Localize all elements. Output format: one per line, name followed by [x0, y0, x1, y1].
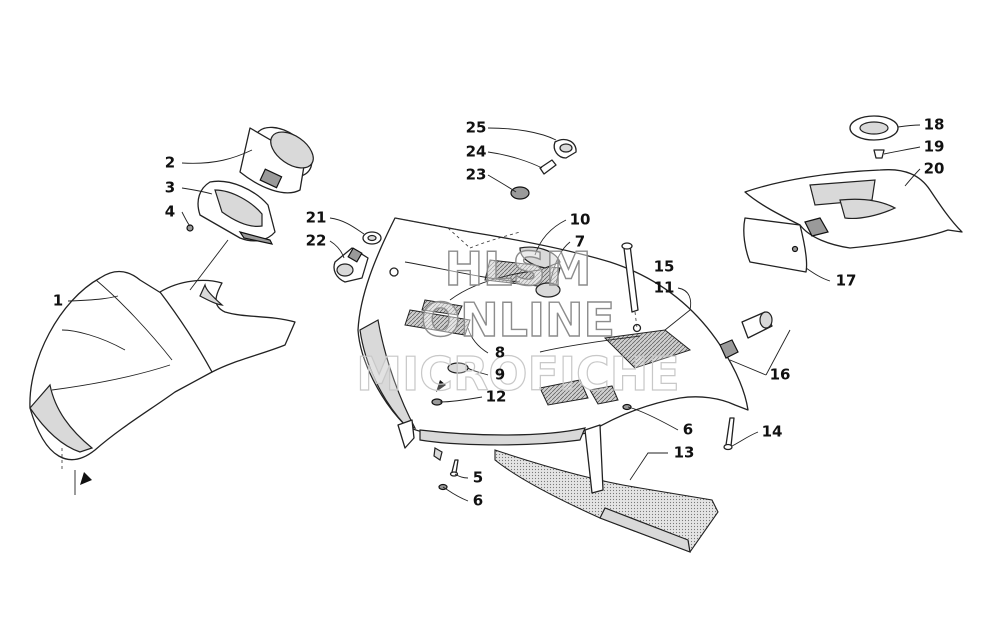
- part-4-screw: [186, 224, 194, 232]
- part-13-pad: [494, 424, 719, 553]
- leader-lines: [67, 124, 921, 502]
- watermark-line-3: MICROFICHE: [356, 347, 679, 401]
- part-22-switch: [333, 247, 369, 283]
- callout-labels: 1234566789101112131415161718192021222324…: [53, 116, 945, 510]
- callout-17: 17: [836, 272, 857, 290]
- callout-13: 13: [674, 444, 695, 462]
- callout-19: 19: [924, 138, 945, 156]
- callout-7: 7: [575, 233, 585, 251]
- callout-12: 12: [486, 388, 507, 406]
- callout-1: 1: [53, 292, 63, 310]
- callout-9: 9: [495, 366, 505, 384]
- part-3-gauge-bezel: [197, 180, 276, 245]
- callout-10: 10: [570, 211, 591, 229]
- main-console: [357, 217, 749, 461]
- part-19-pin: [873, 149, 885, 159]
- part-14-screw: [723, 417, 735, 451]
- callout-18: 18: [924, 116, 945, 134]
- callout-11: 11: [654, 279, 675, 297]
- watermark: HLSM ONLINE MICROFICHE: [356, 241, 681, 401]
- part-2-gauge: [239, 126, 314, 194]
- part-21-washer: [362, 231, 382, 245]
- part-18-ring: [849, 115, 899, 141]
- callout-20: 20: [924, 160, 945, 178]
- callout-6: 6: [473, 492, 483, 510]
- callout-23: 23: [466, 166, 487, 184]
- part-1-nose-cone: [29, 239, 296, 495]
- callout-8: 8: [495, 344, 505, 362]
- callout-2: 2: [165, 154, 175, 172]
- callout-5: 5: [473, 469, 483, 487]
- part-25-cap: [553, 138, 577, 159]
- callout-15: 15: [654, 258, 675, 276]
- callout-24: 24: [466, 143, 487, 161]
- part-17-panel: [743, 217, 808, 273]
- front-arrow-icon: [80, 472, 92, 485]
- watermark-line-2: ONLINE: [421, 293, 615, 347]
- callout-6: 6: [683, 421, 693, 439]
- callout-3: 3: [165, 179, 175, 197]
- callout-21: 21: [306, 209, 327, 227]
- part-15-bolt: [621, 242, 639, 329]
- callout-16: 16: [770, 366, 791, 384]
- callout-25: 25: [466, 119, 487, 137]
- part-23-grommet: [510, 186, 530, 200]
- reference-arrow-icon: [436, 380, 446, 392]
- callout-22: 22: [306, 232, 327, 250]
- part-24-screw: [539, 159, 557, 175]
- watermark-line-1: HLSM: [445, 242, 592, 296]
- part-16-outlet: [719, 311, 773, 359]
- callout-4: 4: [165, 203, 175, 221]
- callout-14: 14: [762, 423, 783, 441]
